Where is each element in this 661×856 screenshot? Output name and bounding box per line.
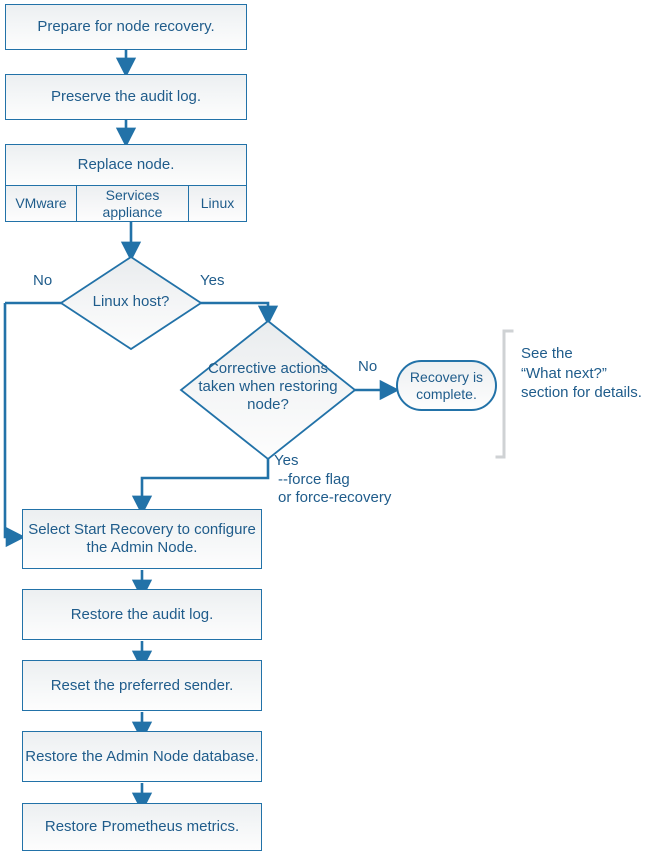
node-label: Reset the preferred sender. xyxy=(50,676,234,694)
node-label: Preserve the audit log. xyxy=(50,88,202,106)
node-restore-audit-log[interactable]: Restore the audit log. xyxy=(22,589,262,640)
node-label: Recovery is complete. xyxy=(409,368,484,402)
arrow-linuxhost-yes xyxy=(200,301,279,326)
decision-corrective-actions xyxy=(179,319,357,461)
node-replace-option-linux[interactable]: Linux xyxy=(188,185,247,222)
node-label: Linux xyxy=(200,195,235,212)
node-label: Replace node. xyxy=(77,156,175,174)
node-replace-option-services-appliance[interactable]: Services appliance xyxy=(76,185,189,222)
edge-label-linux-host-no: No xyxy=(33,272,53,289)
arrow-linuxhost-no xyxy=(3,303,26,548)
node-restore-prometheus-metrics[interactable]: Restore Prometheus metrics. xyxy=(22,803,262,851)
node-replace-node[interactable]: Replace node. xyxy=(5,144,247,186)
edge-label-corrective-yes: Yes xyxy=(274,452,299,469)
node-reset-preferred-sender[interactable]: Reset the preferred sender. xyxy=(22,660,262,711)
edge-label-corrective-no: No xyxy=(358,358,378,375)
node-recovery-is-complete[interactable]: Recovery is complete. xyxy=(396,360,497,411)
annotation-what-next: See the “What next?” section for details… xyxy=(521,345,642,401)
node-preserve-audit-log[interactable]: Preserve the audit log. xyxy=(5,74,247,120)
node-label: Restore the Admin Node database. xyxy=(25,747,259,765)
node-replace-option-vmware[interactable]: VMware xyxy=(5,185,77,222)
node-restore-admin-node-database[interactable]: Restore the Admin Node database. xyxy=(22,731,262,782)
node-label: Prepare for node recovery. xyxy=(37,18,215,36)
edge-label-force-flag-note: --force flag or force-recovery xyxy=(278,471,392,506)
node-select-start-recovery[interactable]: Select Start Recovery to configure the A… xyxy=(22,509,262,569)
decision-linux-host xyxy=(59,255,203,351)
node-label: Select Start Recovery to configure the A… xyxy=(28,521,256,556)
node-label: Restore the audit log. xyxy=(70,605,214,623)
node-label: VMware xyxy=(15,195,67,212)
arrow-corrective-yes xyxy=(131,458,270,516)
node-label: Restore Prometheus metrics. xyxy=(44,818,240,836)
node-prepare-for-node-recovery[interactable]: Prepare for node recovery. xyxy=(5,4,247,50)
node-label: Services appliance xyxy=(102,186,163,220)
edge-label-linux-host-yes: Yes xyxy=(200,272,225,289)
